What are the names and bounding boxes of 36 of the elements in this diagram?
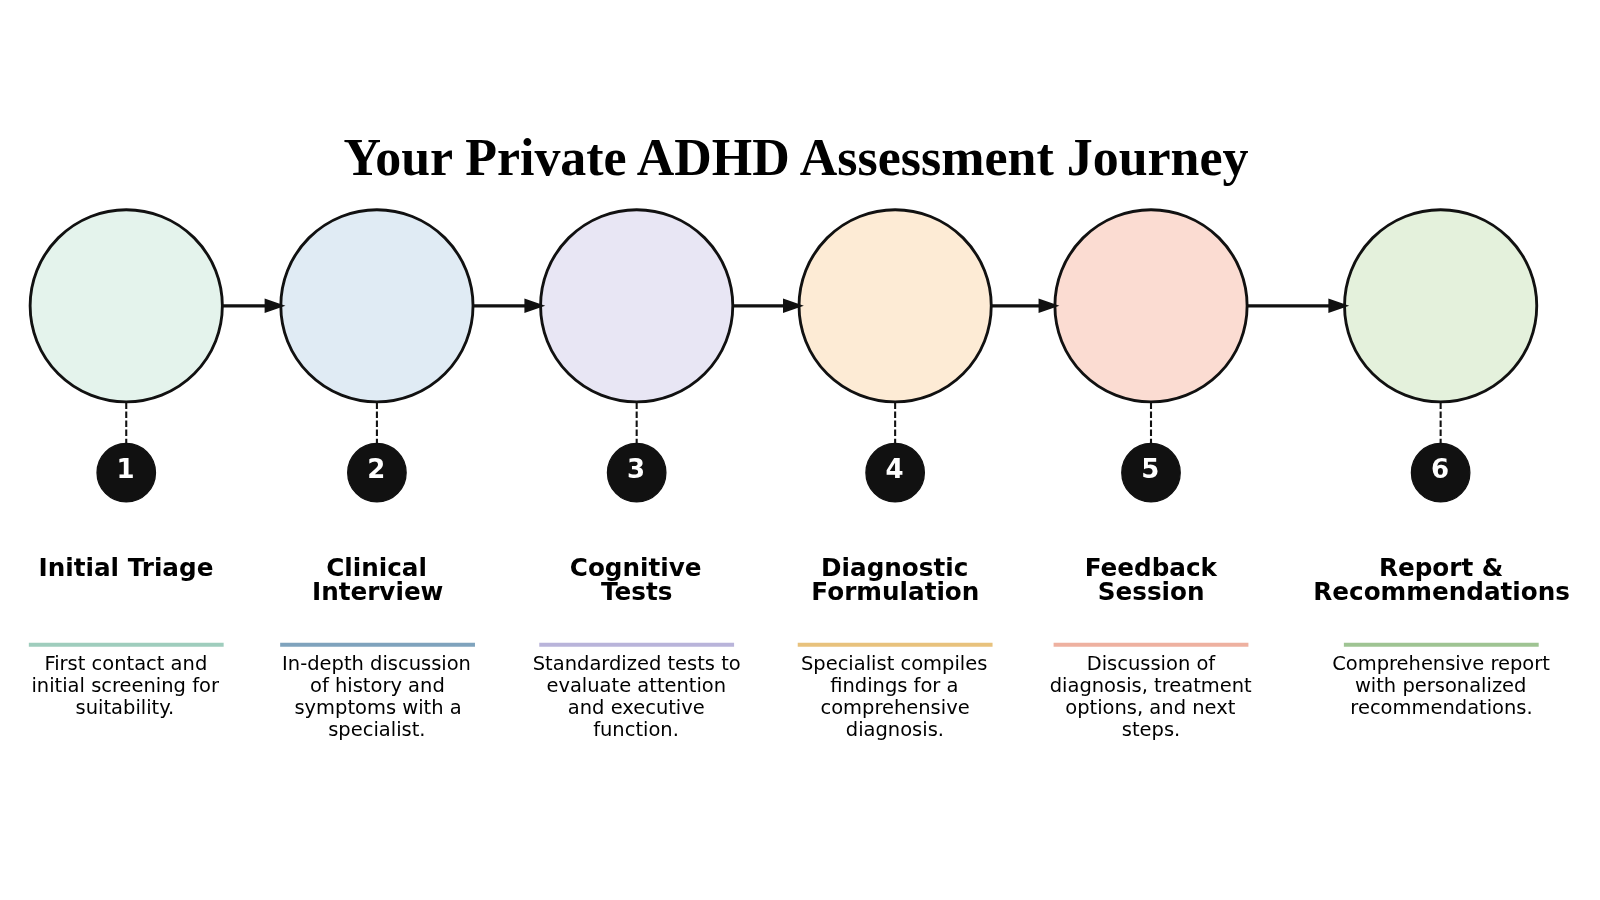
node-label: Standardized tests to evaluate attention and executive function. <box>532 652 741 742</box>
node-circle: 2 <box>347 442 407 503</box>
arrow <box>733 298 804 314</box>
connector <box>635 402 638 444</box>
connector <box>1439 402 1442 444</box>
arrow <box>473 298 546 314</box>
node-circle <box>1053 208 1249 404</box>
node-label: Report & Recommendations <box>1313 552 1570 607</box>
node-label: Initial Triage <box>38 552 214 582</box>
node-circle: 6 <box>1410 442 1471 503</box>
node-label: Cognitive Tests <box>569 552 702 607</box>
node-circle <box>279 208 475 404</box>
node-circle <box>1343 208 1539 404</box>
node-label: Comprehensive report with personalized recommendations. <box>1332 652 1550 720</box>
node-circle <box>28 208 224 404</box>
arrow <box>222 298 286 314</box>
node-label: Specialist compiles findings for a comprehensive diagnosis. <box>800 652 988 742</box>
arrow <box>1247 298 1350 314</box>
connector <box>125 402 128 444</box>
node-label: Discussion of diagnosis, treatment options, and next steps. <box>1049 652 1252 742</box>
node-circle: 5 <box>1121 442 1181 503</box>
node-label: Diagnostic Formulation <box>811 552 980 607</box>
node-circle: 1 <box>96 442 157 503</box>
diagram-title: Your Private ADHD Assessment Journey <box>343 128 1249 186</box>
node-label: Clinical Interview <box>311 552 444 607</box>
node-label: In-depth discussion of history and symptoms with a specialist. <box>282 652 471 742</box>
connector <box>1149 402 1153 444</box>
node-circle: 3 <box>606 442 667 503</box>
node-label: Feedback Session <box>1084 552 1218 607</box>
node-circle <box>539 208 735 404</box>
connector <box>375 402 378 444</box>
node-label: First contact and initial screening for suitability. <box>31 652 219 720</box>
node-circle: 4 <box>865 442 925 503</box>
arrow <box>991 298 1060 314</box>
node-circle <box>797 208 993 404</box>
connector <box>894 402 897 444</box>
